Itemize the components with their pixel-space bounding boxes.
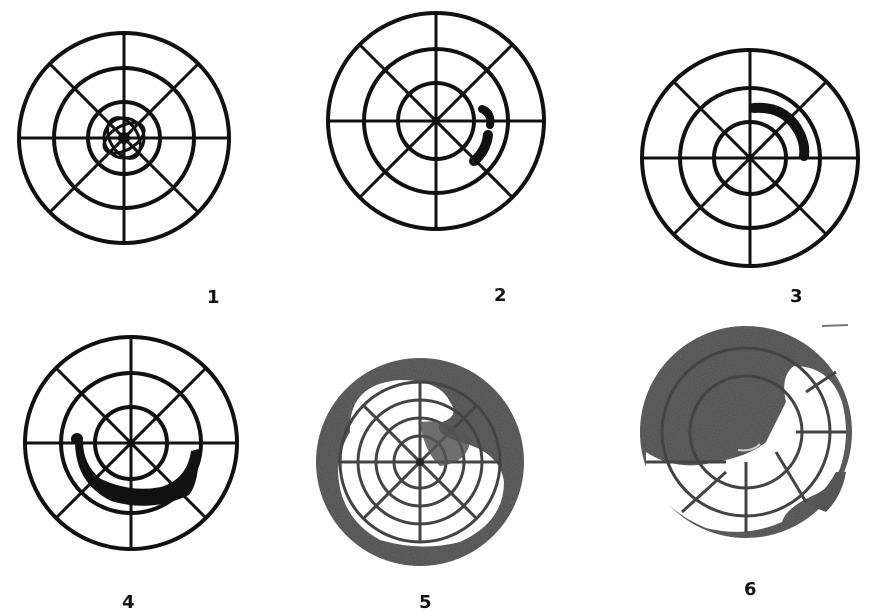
panel-label-3: 3 [790, 286, 803, 307]
panel-label-1: 1 [207, 287, 220, 308]
perimetry-chart-3 [642, 50, 858, 266]
panel-label-5: 5 [419, 592, 432, 612]
perimetry-chart-4 [25, 337, 237, 549]
corner-mark [822, 325, 848, 326]
perimetry-chart-1 [19, 33, 229, 243]
panel-label-2: 2 [494, 285, 507, 306]
panel-label-6: 6 [744, 579, 757, 600]
perimetry-chart-6 [640, 326, 852, 538]
panel-label-4: 4 [122, 592, 135, 612]
perimetry-chart-2 [328, 13, 544, 229]
perimetry-chart-5 [316, 358, 524, 566]
